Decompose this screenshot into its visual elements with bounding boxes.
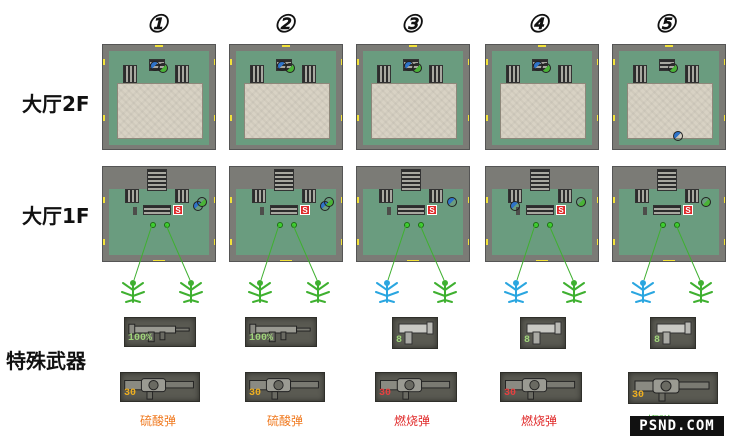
ammo-count: 100% [128, 333, 153, 344]
green-herb-icon [245, 278, 275, 304]
hall-1f-map: S [485, 166, 599, 262]
grenade-launcher-icon: 30 [120, 372, 200, 402]
herb-pointer-lines [387, 224, 445, 281]
column-number-2: ② [273, 9, 295, 38]
green-herb-icon [686, 278, 716, 304]
submachine-gun-icon: 100% [245, 317, 317, 347]
ammo-count: 30 [632, 390, 645, 401]
save-point-icon: S [556, 205, 566, 215]
herb-pointer-lines [516, 224, 574, 281]
item-box-icon [197, 197, 207, 207]
grenade-launcher-icon: 30 [375, 372, 457, 402]
green-herb-icon [430, 278, 460, 304]
save-point-icon: S [300, 205, 310, 215]
ammo-count: 30 [379, 388, 392, 399]
submachine-gun-icon: 100% [124, 317, 196, 347]
ammo-label-3: 燃烧弹 [393, 414, 430, 428]
herb-location-marker [404, 222, 410, 228]
herb-location-marker [660, 222, 666, 228]
item-box-icon [324, 197, 334, 207]
typewriter-icon [510, 201, 520, 211]
hall-2f-map [485, 44, 599, 150]
item-box-icon [668, 63, 678, 73]
grenade-launcher-icon: 30 [245, 372, 325, 402]
herb-location-marker [533, 222, 539, 228]
hall-1f-map: S [102, 166, 216, 262]
blue-herb-icon [628, 278, 658, 304]
ammo-label-2: 硫酸弹 [266, 414, 303, 428]
grenade-launcher-icon: 30 [500, 372, 582, 402]
herb-pointer-lines [260, 224, 318, 281]
column-number-5: ⑤ [654, 9, 676, 38]
typewriter-icon [447, 197, 457, 207]
save-point-icon: S [427, 205, 437, 215]
save-point-icon: S [173, 205, 183, 215]
ammo-count: 30 [504, 388, 517, 399]
herb-location-marker [277, 222, 283, 228]
item-box-icon [541, 63, 551, 73]
row-label-hall-2f: 大厅2F [22, 92, 90, 116]
green-herb-icon [559, 278, 589, 304]
site-logo: PSND.COM [630, 416, 724, 436]
save-point-icon: S [683, 205, 693, 215]
hall-1f-map: S [229, 166, 343, 262]
column-number-1: ① [146, 9, 168, 38]
typewriter-icon [673, 131, 683, 141]
ammo-count: 30 [249, 388, 262, 399]
ammo-label-1: 硫酸弹 [139, 414, 176, 428]
green-herb-icon [303, 278, 333, 304]
ammo-count: 100% [249, 333, 274, 344]
hall-2f-map [612, 44, 726, 150]
item-box-icon [701, 197, 711, 207]
hall-1f-map: S [356, 166, 470, 262]
item-box-icon [412, 63, 422, 73]
hall-2f-map [229, 44, 343, 150]
flamethrower-icon: 8 [392, 317, 438, 349]
ammo-count: 8 [524, 335, 531, 346]
ammo-count: 8 [654, 335, 661, 346]
green-herb-icon [176, 278, 206, 304]
flamethrower-icon: 8 [650, 317, 696, 349]
hall-2f-map [102, 44, 216, 150]
grenade-launcher-icon: 30 [628, 372, 718, 404]
herb-location-marker [150, 222, 156, 228]
row-label-hall-1f: 大厅1F [22, 204, 90, 228]
flamethrower-icon: 8 [520, 317, 566, 349]
item-box-icon [285, 63, 295, 73]
item-box-icon [158, 63, 168, 73]
ammo-count: 30 [124, 388, 137, 399]
herb-pointer-lines [643, 224, 701, 281]
hall-2f-map [356, 44, 470, 150]
row-label-special-weapons: 特殊武器 [6, 349, 86, 373]
column-number-3: ③ [400, 9, 422, 38]
blue-herb-icon [372, 278, 402, 304]
ammo-count: 8 [396, 335, 403, 346]
ammo-label-4: 燃烧弹 [520, 414, 557, 428]
hall-1f-map: S [612, 166, 726, 262]
column-number-4: ④ [527, 9, 549, 38]
item-box-icon [576, 197, 586, 207]
herb-pointer-lines [133, 224, 191, 281]
green-herb-icon [118, 278, 148, 304]
blue-herb-icon [501, 278, 531, 304]
